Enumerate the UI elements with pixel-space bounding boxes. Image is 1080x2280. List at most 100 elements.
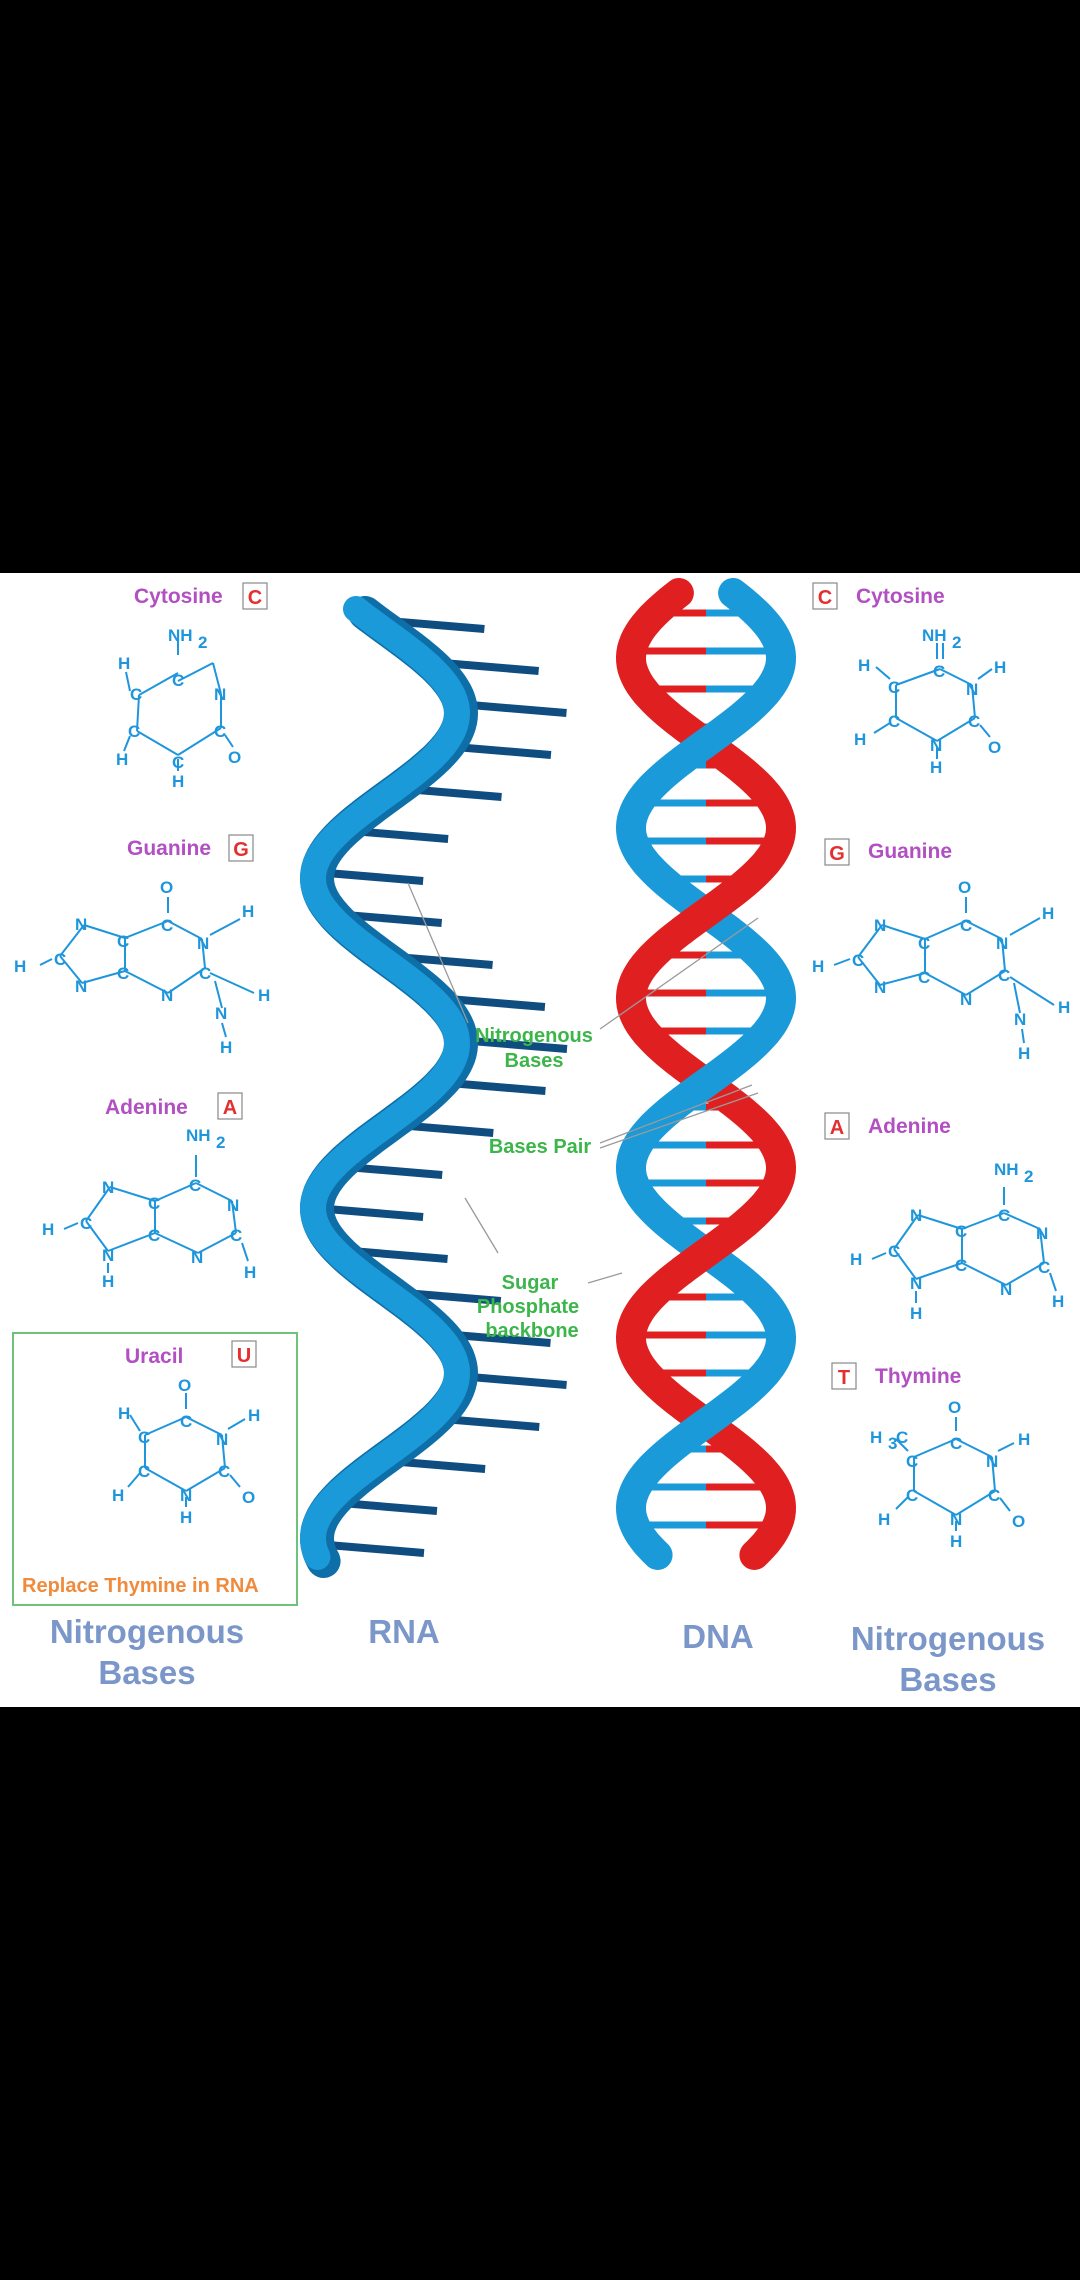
uracil-note: Replace Thymine in RNA <box>22 1575 259 1597</box>
dna-strand-blue <box>615 748 746 946</box>
atom: O <box>958 878 971 897</box>
atom: N <box>950 1510 962 1529</box>
atom: C <box>968 712 980 731</box>
atom: N <box>214 685 226 704</box>
dna-strand-red <box>615 578 746 776</box>
atom: C <box>906 1452 918 1471</box>
right-thymine: T Thymine O C N H C O N H C C H 3 C H <box>831 1362 1030 1551</box>
atom: C <box>888 678 900 697</box>
label-dna: DNA <box>682 1618 754 1655</box>
atom: O <box>242 1488 255 1507</box>
atom: H <box>1042 904 1054 923</box>
dna-strand-red <box>666 1088 797 1286</box>
atom: C <box>950 1434 962 1453</box>
atom: C <box>214 722 226 741</box>
atom: C <box>918 934 930 953</box>
atom: N <box>102 1178 114 1197</box>
atom: C <box>80 1214 92 1233</box>
atom: C <box>180 1412 192 1431</box>
atom: H <box>910 1304 922 1323</box>
atom: N <box>227 1196 239 1215</box>
callout-nitrogenous-bases-2: Bases <box>505 1050 564 1072</box>
atom: C <box>199 964 211 983</box>
atom: C <box>148 1194 160 1213</box>
atom: C <box>130 685 142 704</box>
base-letter: G <box>829 843 845 865</box>
atom: H <box>118 654 130 673</box>
atom: H <box>172 772 184 791</box>
atom: H <box>994 658 1006 677</box>
base-letter-box <box>824 838 850 866</box>
atom: C <box>988 1486 1000 1505</box>
base-letter-box <box>228 834 254 862</box>
atom: C <box>117 932 129 951</box>
label-right-nitrogenous: Nitrogenous <box>851 1620 1045 1657</box>
atom: C <box>955 1256 967 1275</box>
base-letter-box <box>217 1092 243 1120</box>
atom: O <box>178 1376 191 1395</box>
label-left-nitrogenous: Nitrogenous <box>50 1613 244 1650</box>
atom: NH <box>168 626 193 645</box>
callout-lines <box>407 882 759 1284</box>
atom: O <box>948 1398 961 1417</box>
atom: N <box>191 1248 203 1267</box>
base-name: Guanine <box>127 837 211 860</box>
atom: C <box>1038 1258 1050 1277</box>
atom: C <box>960 916 972 935</box>
bottom-labels: Nitrogenous Bases RNA DNA Nitrogenous Ba… <box>50 1613 1045 1698</box>
base-name: Guanine <box>868 840 952 863</box>
atom: C <box>998 966 1010 985</box>
atom: N <box>180 1486 192 1505</box>
atom-sub: 3 <box>888 1434 897 1453</box>
atom-sub: 2 <box>1024 1167 1033 1186</box>
dna-strands <box>615 578 797 1570</box>
callout-sugar: Sugar <box>502 1272 559 1294</box>
atom: O <box>988 738 1001 757</box>
atom: C <box>138 1462 150 1481</box>
atom: N <box>874 978 886 997</box>
atom: NH <box>186 1126 211 1145</box>
atom: O <box>228 748 241 767</box>
dna-strand-blue <box>615 1428 694 1570</box>
atom: N <box>960 990 972 1009</box>
rna-sugar-phosphate-backbone <box>299 596 471 1570</box>
atom: C <box>54 950 66 969</box>
atom: N <box>102 1246 114 1265</box>
callout-nitrogenous-bases-1: Nitrogenous <box>475 1025 593 1047</box>
base-letter: C <box>818 587 832 609</box>
base-letter-box <box>824 1112 850 1140</box>
atom: C <box>955 1222 967 1241</box>
atom: C <box>172 671 184 690</box>
atom: H <box>180 1508 192 1527</box>
atom: C <box>172 753 184 772</box>
base-letter: A <box>223 1097 237 1119</box>
dna-helix <box>615 578 797 1570</box>
base-letter: C <box>248 587 262 609</box>
atom: N <box>75 915 87 934</box>
atom: N <box>215 1004 227 1023</box>
atom: C <box>128 722 140 741</box>
atom: C <box>906 1486 918 1505</box>
atom: H <box>1058 998 1070 1017</box>
atom: C <box>852 951 864 970</box>
base-name: Cytosine <box>856 585 945 608</box>
atom: H <box>116 750 128 769</box>
atom: N <box>161 986 173 1005</box>
uracil-box: Uracil U O C N H C O N H C C H H Replace… <box>12 1332 298 1606</box>
right-guanine: G Guanine O C N H C N C C N C <box>812 838 1070 1063</box>
atom: H <box>102 1272 114 1291</box>
base-name: Adenine <box>105 1096 188 1119</box>
atom: N <box>1000 1280 1012 1299</box>
atom: N <box>197 934 209 953</box>
atom: H <box>112 1486 124 1505</box>
atom: H <box>858 656 870 675</box>
base-letter-box <box>812 582 838 610</box>
atom: C <box>189 1176 201 1195</box>
base-name: Cytosine <box>134 585 223 608</box>
atom: NH <box>994 1160 1019 1179</box>
base-name: Thymine <box>875 1365 961 1388</box>
atom: C <box>998 1206 1010 1225</box>
atom: C <box>888 1242 900 1261</box>
label-rna: RNA <box>368 1613 440 1650</box>
left-guanine: Guanine G O C N H C N C C N C <box>14 834 270 1057</box>
